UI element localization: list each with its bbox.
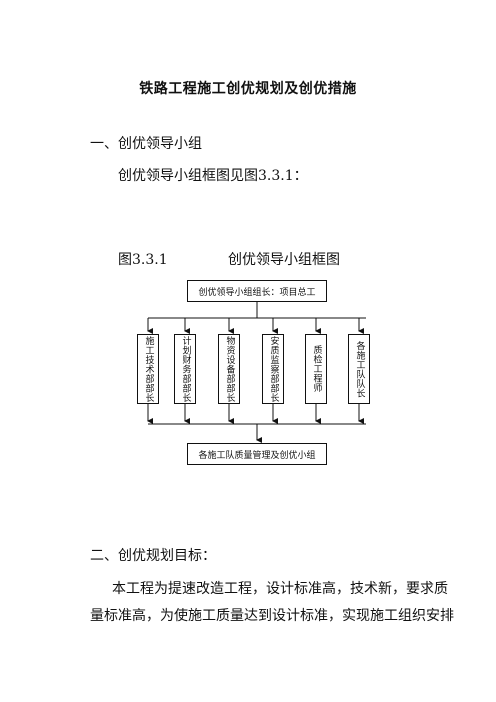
org-dept-box: 质检工程师 — [305, 334, 327, 404]
org-leader-box: 创优领导小组组长：项目总工 — [187, 280, 327, 302]
org-dept-box: 施工技术部部长 — [137, 334, 159, 404]
section2-heading: 二、创优规划目标： — [90, 548, 216, 564]
org-dept-box: 各施工队队长 — [348, 334, 370, 404]
figure-number: 图3.3.1 — [118, 252, 168, 268]
document-title: 铁路工程施工创优规划及创优措施 — [139, 81, 357, 97]
org-dept-label: 各施工队队长 — [354, 340, 365, 398]
body-text-line: 量标准高，为使施工质量达到设计标准，实现施工组织安排 — [90, 608, 454, 624]
section1-heading: 一、创优领导小组 — [90, 136, 202, 152]
org-dept-box: 物资设备部部长 — [218, 334, 240, 404]
org-bottom-label: 各施工队质量管理及创优小组 — [198, 450, 316, 461]
section1-text: 创优领导小组框图见图3.3.1： — [118, 168, 308, 184]
org-dept-box: 安质监察部部长 — [262, 334, 284, 404]
org-dept-label: 施工技术部部长 — [143, 335, 154, 403]
org-dept-label: 计划财务部部长 — [180, 335, 191, 403]
org-dept-label: 质检工程师 — [311, 345, 322, 393]
body-text-line: 本工程为提速改造工程，设计标准高，技术新，要求质 — [112, 581, 448, 597]
org-dept-box: 计划财务部部长 — [174, 334, 196, 404]
org-bottom-box: 各施工队质量管理及创优小组 — [187, 443, 327, 465]
figure-title: 创优领导小组框图 — [228, 252, 340, 268]
org-leader-label: 创优领导小组组长：项目总工 — [198, 287, 316, 298]
org-dept-label: 安质监察部部长 — [268, 335, 279, 403]
org-dept-label: 物资设备部部长 — [224, 335, 235, 403]
